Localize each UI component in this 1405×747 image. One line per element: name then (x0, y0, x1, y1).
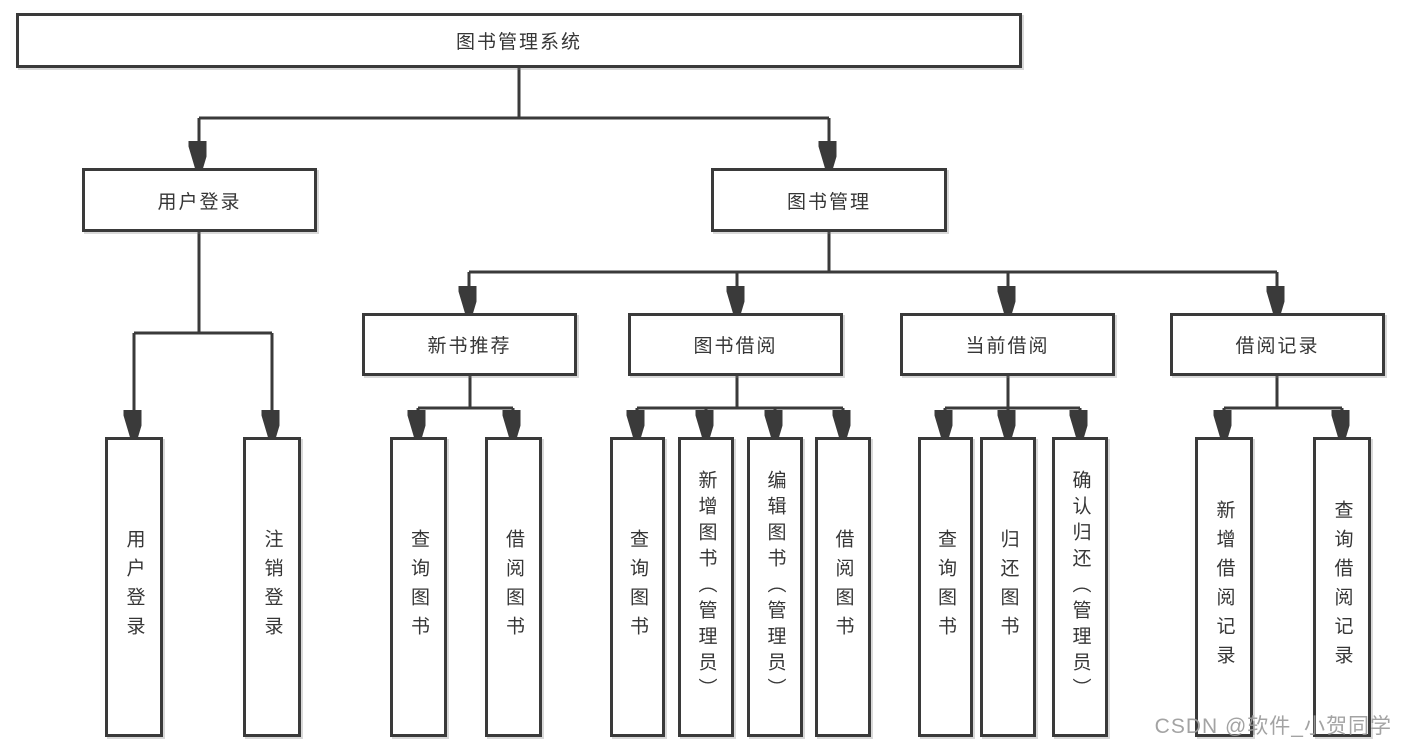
leaf-add-borrow-record: 新增借阅记录 (1195, 437, 1253, 737)
node-current-borrowing: 当前借阅 (900, 313, 1115, 376)
connector-new-book-recommend-children (418, 376, 513, 435)
leaf-confirm-return-admin-label: 确认归还（管理员） (1069, 470, 1091, 704)
connector-root-to-level2 (199, 68, 829, 166)
leaf-user-login: 用户登录 (105, 437, 163, 737)
watermark: CSDN @软件_小贺同学 (1154, 715, 1392, 738)
connector-book-borrowing-children (637, 376, 843, 435)
connector-user-login-children (134, 232, 272, 435)
node-book-management: 图书管理 (711, 168, 947, 232)
leaf-confirm-return-admin: 确认归还（管理员） (1052, 437, 1108, 737)
leaf-add-borrow-record-label: 新增借阅记录 (1213, 500, 1235, 674)
leaf-edit-books-admin: 编辑图书（管理员） (747, 437, 803, 737)
connector-book-management-children (469, 232, 1277, 311)
leaf-add-books-admin-label: 新增图书（管理员） (695, 470, 717, 704)
node-user-login: 用户登录 (82, 168, 317, 232)
leaf-query-books-borrowing: 查询图书 (610, 437, 665, 737)
leaf-query-books-current-label: 查询图书 (935, 529, 956, 645)
leaf-borrow-books-recommend-label: 借阅图书 (503, 529, 524, 645)
leaf-add-books-admin: 新增图书（管理员） (678, 437, 734, 737)
leaf-edit-books-admin-label: 编辑图书（管理员） (764, 470, 786, 704)
leaf-logout-label: 注销登录 (261, 529, 283, 645)
leaf-return-books: 归还图书 (980, 437, 1036, 737)
leaf-query-books-current: 查询图书 (918, 437, 973, 737)
leaf-return-books-label: 归还图书 (997, 529, 1019, 645)
connector-borrowing-records-children (1224, 376, 1342, 435)
node-new-book-recommend: 新书推荐 (362, 313, 577, 376)
leaf-borrow-books: 借阅图书 (815, 437, 871, 737)
connector-current-borrowing-children (945, 376, 1080, 435)
leaf-borrow-books-recommend: 借阅图书 (485, 437, 542, 737)
node-book-borrowing: 图书借阅 (628, 313, 843, 376)
leaf-query-books-recommend: 查询图书 (390, 437, 447, 737)
leaf-borrow-books-label: 借阅图书 (832, 529, 854, 645)
leaf-logout: 注销登录 (243, 437, 301, 737)
node-borrowing-records: 借阅记录 (1170, 313, 1385, 376)
node-root-system: 图书管理系统 (16, 13, 1022, 68)
leaf-query-books-borrowing-label: 查询图书 (627, 529, 648, 645)
leaf-query-borrow-record: 查询借阅记录 (1313, 437, 1371, 737)
leaf-user-login-label: 用户登录 (123, 529, 145, 645)
leaf-query-borrow-record-label: 查询借阅记录 (1331, 500, 1353, 674)
leaf-query-books-recommend-label: 查询图书 (408, 529, 429, 645)
